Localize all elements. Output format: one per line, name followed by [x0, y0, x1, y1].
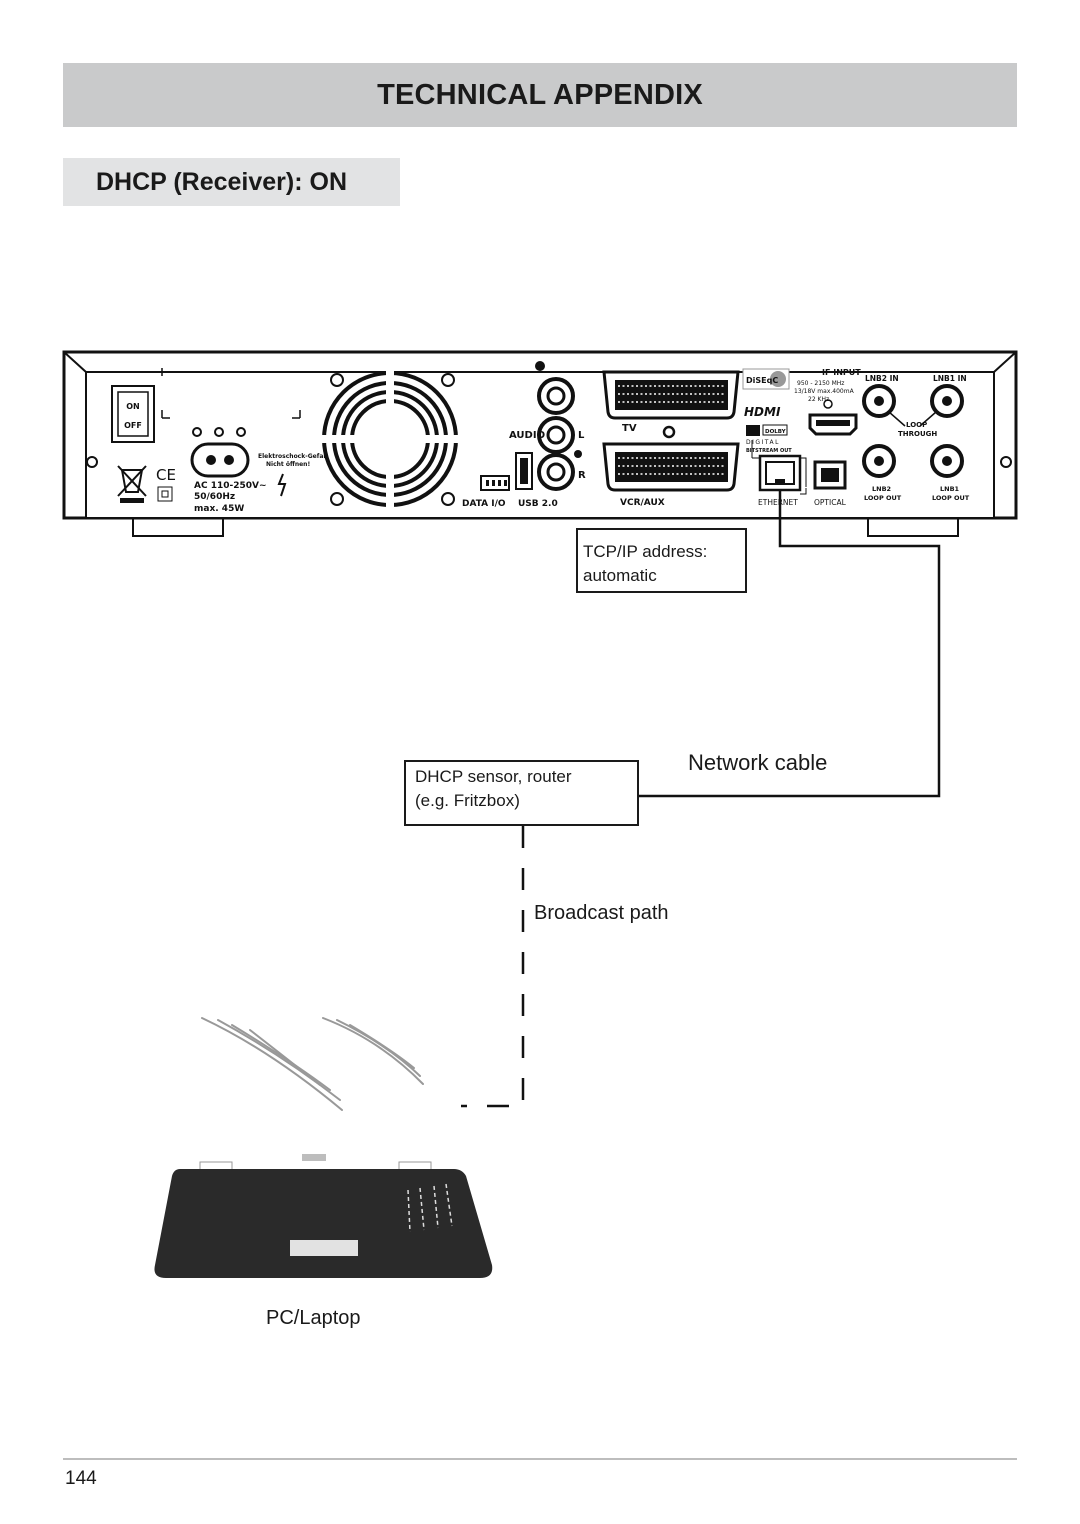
indicator-icon [192, 427, 202, 437]
audio-right-label: R [578, 470, 586, 481]
power-socket-icon [190, 442, 250, 478]
ethernet-port-icon [758, 454, 802, 492]
power-switch-icon: ON OFF [111, 385, 155, 443]
scart-vcr-port-icon [602, 442, 740, 492]
lightning-icon [277, 473, 287, 497]
network-cable-label: Network cable [688, 750, 828, 775]
if-spec-line1: 950 - 2150 MHz [797, 380, 844, 387]
dolby-logo-icon [746, 425, 760, 436]
laptop-icon [154, 1154, 493, 1278]
lnb2-out-connector-icon [862, 444, 896, 478]
power-on-label: ON [126, 402, 140, 411]
loop-through-line2: THROUGH [898, 430, 937, 438]
tcp-ip-line2: automatic [583, 566, 657, 585]
lnb1-in-connector-icon [930, 384, 964, 418]
ce-mark: CE [156, 466, 176, 484]
loop-through-line1: LOOP [906, 421, 927, 429]
audio-left-label: L [578, 430, 585, 441]
lnb1-out-line1: LNB1 [940, 485, 960, 493]
vcr-aux-label: VCR/AUX [620, 498, 665, 508]
footer-divider [63, 1458, 1017, 1460]
diseqc-label: DiSEqC [746, 376, 778, 385]
if-spec-line3: 22 KHz [808, 396, 829, 403]
weee-bin-icon [117, 465, 147, 503]
page-title: TECHNICAL APPENDIX [377, 78, 703, 111]
lnb2-in-connector-icon [862, 384, 896, 418]
hdmi-label: HDMI [744, 405, 781, 419]
diseqc-logo-icon [742, 368, 790, 390]
audio-label: AUDIO [509, 430, 545, 441]
lnb1-in-label: LNB1 IN [933, 374, 967, 383]
usb-port-icon [515, 452, 533, 490]
scart-tv-port-icon [602, 370, 740, 420]
pc-laptop-label: PC/Laptop [266, 1307, 361, 1329]
laptop-touchpad-icon [290, 1240, 358, 1256]
bitstream-out-label: BITSTREAM OUT [746, 448, 792, 454]
double-insulation-icon [157, 486, 173, 502]
shock-warning-line1: Elektroschock-Gefahr! [258, 453, 333, 460]
data-io-label: DATA I/O [462, 499, 506, 509]
hdmi-port-icon [808, 413, 858, 436]
rca-audio-jacks-icon [537, 377, 575, 491]
data-io-port-icon [480, 475, 510, 491]
screw-icon [441, 492, 455, 506]
fan-grille-icon [322, 371, 458, 507]
screw-icon [330, 492, 344, 506]
dolby-label: DOLBY [765, 429, 787, 435]
shock-warning-line2: Nicht öffnen! [266, 461, 310, 468]
optical-label: OPTICAL [814, 498, 847, 507]
lnb2-out-line2: LOOP OUT [864, 494, 902, 502]
tcp-ip-info-box: TCP/IP address: automatic [576, 528, 747, 593]
indicator-icon [214, 427, 224, 437]
broadcast-path-line [461, 826, 525, 1108]
section-title: DHCP (Receiver): ON [96, 167, 348, 196]
power-rating-line2: 50/60Hz [194, 492, 235, 502]
ethernet-label: ETHERNET [758, 498, 798, 507]
screw-icon [330, 373, 344, 387]
page-title-bar: TECHNICAL APPENDIX [63, 63, 1017, 127]
section-header: DHCP (Receiver): ON [63, 158, 400, 206]
screw-icon [441, 373, 455, 387]
wireless-signal-icon [201, 1017, 424, 1111]
page-number: 144 [65, 1468, 97, 1489]
network-cable-line [638, 490, 941, 798]
tcp-ip-line1: TCP/IP address: [583, 542, 708, 561]
optical-port-icon [813, 460, 847, 490]
screw-icon [1000, 456, 1012, 468]
power-rating-line3: max. 45W [194, 504, 244, 514]
screw-icon [86, 456, 98, 468]
receiver-back-panel: ON OFF Elektroschock-Gefahr! Nicht öffne… [62, 350, 1018, 537]
dolby-digital-label: DIGITAL [746, 439, 780, 446]
if-input-label: IF INPUT [822, 368, 861, 377]
if-spec-line2: 13/18V max.400mA [794, 388, 855, 395]
dhcp-line2: (e.g. Fritzbox) [415, 791, 520, 810]
indicator-icon [236, 427, 246, 437]
lnb1-out-line2: LOOP OUT [932, 494, 970, 502]
usb-label: USB 2.0 [518, 499, 558, 509]
lnb2-in-label: LNB2 IN [865, 374, 899, 383]
lnb1-out-connector-icon [930, 444, 964, 478]
broadcast-path-label: Broadcast path [534, 902, 669, 924]
tv-label: TV [622, 423, 637, 434]
dhcp-router-box: DHCP sensor, router (e.g. Fritzbox) [404, 760, 639, 826]
screw-icon [535, 361, 545, 371]
lnb2-out-line1: LNB2 [872, 485, 891, 493]
power-rating-line1: AC 110-250V~ [194, 481, 267, 491]
power-off-label: OFF [124, 421, 142, 430]
dhcp-line1: DHCP sensor, router [415, 767, 572, 786]
